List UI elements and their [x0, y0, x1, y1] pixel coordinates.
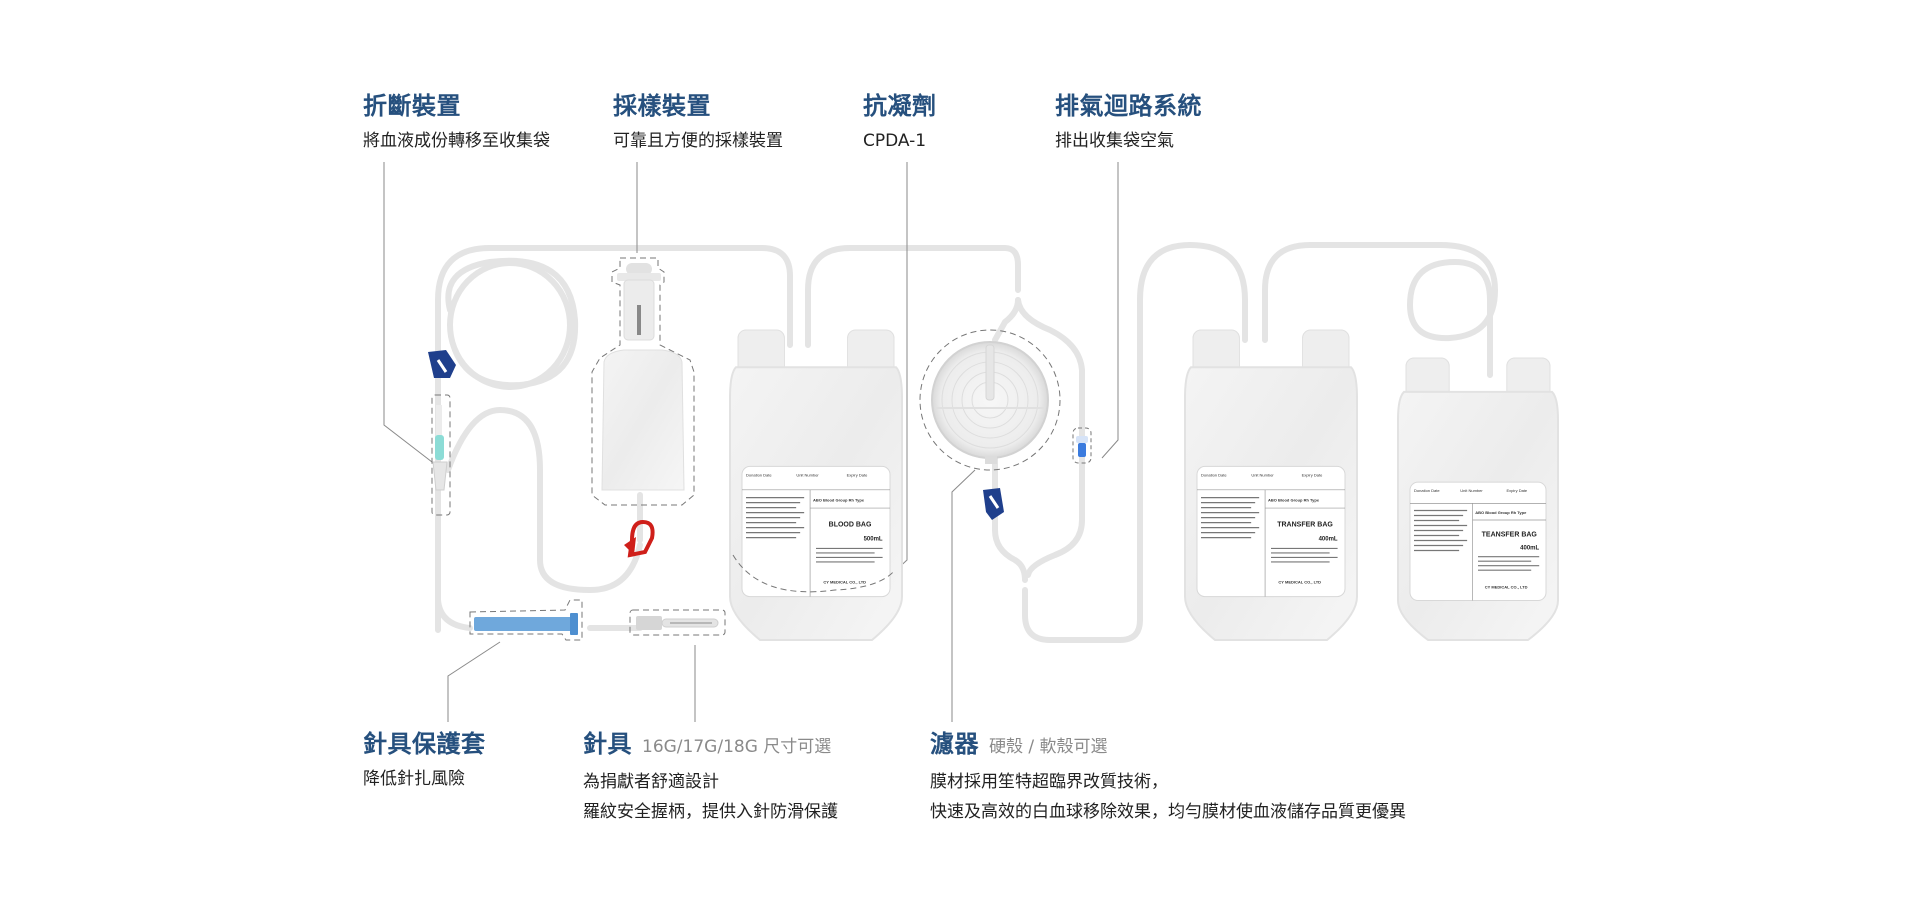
bag-label-field: Expiry Date	[1302, 472, 1323, 477]
bag-maker: CY MEDICAL CO., LTD	[823, 580, 866, 585]
label-breakaway-device: 折斷裝置 將血液成份轉移至收集袋	[363, 90, 550, 156]
label-title: 折斷裝置	[363, 92, 461, 120]
sampling-device	[591, 257, 695, 506]
bag-maker: CY MEDICAL CO., LTD	[1278, 580, 1321, 585]
label-title-text: 濾器	[930, 730, 979, 758]
bag-name: TRANSFER BAG	[1277, 521, 1333, 528]
bag-label	[741, 465, 891, 598]
breakaway-connector-teal	[435, 435, 444, 460]
bag-label-field: Expiry Date	[847, 472, 868, 477]
leader-vent	[1101, 162, 1119, 459]
label-desc: 膜材採用笙特超臨界改質技術， 快速及高效的白血球移除效果，均勻膜材使血液儲存品質…	[930, 767, 1406, 827]
bag-label-field: Expiry Date	[1506, 488, 1527, 493]
label-title: 針具 16G/17G/18G 尺寸可選	[583, 728, 838, 763]
bag-name: TEANSFER BAG	[1482, 532, 1538, 539]
label-title: 濾器硬殼 / 軟殼可選	[930, 728, 1406, 763]
label-desc-line: 快速及高效的白血球移除效果，均勻膜材使血液儲存品質更優異	[930, 802, 1406, 822]
breakaway-device	[431, 394, 451, 516]
label-title: 抗凝劑	[863, 92, 937, 120]
label-desc: 降低針扎風險	[363, 769, 465, 789]
bag-label-field: Unit Number	[1460, 488, 1483, 493]
label-note: 16G/17G/18G 尺寸可選	[642, 737, 832, 757]
roller-clamp-red	[624, 519, 655, 558]
needle	[629, 609, 726, 636]
label-note: 硬殼 / 軟殼可選	[989, 737, 1108, 757]
bag-label	[1409, 481, 1547, 602]
label-needle-cover: 針具保護套 降低針扎風險	[363, 728, 486, 794]
label-desc: 可靠且方便的採樣裝置	[613, 131, 783, 151]
label-title: 採樣裝置	[613, 92, 711, 120]
bag-blood-group-header: ABO Blood Group Rh Type	[1475, 510, 1527, 515]
label-needle: 針具 16G/17G/18G 尺寸可選 為捐獻者舒適設計 羅紋安全握柄，提供入針防…	[583, 728, 838, 827]
anticoagulant-region	[732, 554, 896, 593]
label-vent-system: 排氣迴路系統 排出收集袋空氣	[1055, 90, 1202, 156]
bag-label-field: Donation Date	[1201, 472, 1227, 477]
label-anticoagulant: 抗凝劑 CPDA-1	[863, 90, 937, 156]
label-title: 針具保護套	[363, 730, 486, 758]
bag-label-field: Unit Number	[1251, 472, 1274, 477]
bag-label-field: Donation Date	[1414, 488, 1440, 493]
roller-clamp-blue-2	[983, 488, 1004, 520]
leader-filter	[951, 469, 976, 722]
roller-clamp-blue-1	[428, 350, 456, 378]
bag-volume: 500mL	[864, 537, 883, 543]
bag-blood-group-header: ABO Blood Group Rh Type	[1268, 498, 1320, 503]
label-desc: 將血液成份轉移至收集袋	[363, 131, 550, 151]
vent-connector	[1072, 427, 1092, 464]
label-desc-line: 膜材採用笙特超臨界改質技術，	[930, 772, 1168, 792]
label-desc: CPDA-1	[863, 131, 927, 151]
leader-breakaway	[383, 162, 433, 463]
bag-label-field: Unit Number	[796, 472, 819, 477]
needle-cover	[469, 599, 583, 641]
bag-name: BLOOD BAG	[829, 521, 872, 528]
label-desc-line: 羅紋安全握柄，提供入針防滑保護	[583, 802, 838, 822]
label-filter: 濾器硬殼 / 軟殼可選 膜材採用笙特超臨界改質技術， 快速及高效的白血球移除效果…	[930, 728, 1406, 827]
label-title-text: 針具	[583, 730, 632, 758]
label-sampling-device: 採樣裝置 可靠且方便的採樣裝置	[613, 90, 783, 156]
leukocyte-filter	[919, 329, 1061, 471]
label-title: 排氣迴路系統	[1055, 92, 1202, 120]
leader-needle-cover	[447, 641, 501, 722]
label-desc: 排出收集袋空氣	[1055, 131, 1174, 151]
bag-blood-group-header: ABO Blood Group Rh Type	[813, 498, 865, 503]
label-desc: 為捐獻者舒適設計 羅紋安全握柄，提供入針防滑保護	[583, 767, 838, 827]
label-desc-line: 為捐獻者舒適設計	[583, 772, 719, 792]
bag-label-field: Donation Date	[746, 472, 772, 477]
bag-maker: CY MEDICAL CO., LTD	[1485, 585, 1528, 590]
bag-label	[1196, 465, 1346, 598]
bag-volume: 400mL	[1520, 546, 1539, 552]
bag-volume: 400mL	[1319, 537, 1338, 543]
